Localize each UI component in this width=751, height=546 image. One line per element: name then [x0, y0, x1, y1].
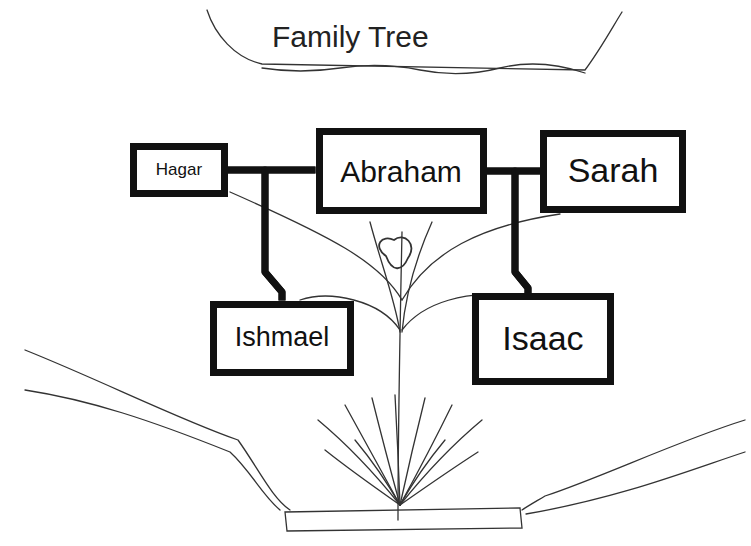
grass [355, 440, 400, 505]
land-line [526, 452, 745, 514]
family-line [265, 170, 316, 301]
leaf [379, 237, 411, 268]
person-name: Ishmael [235, 323, 330, 353]
grass [400, 452, 478, 505]
person-box: Hagar [130, 143, 228, 197]
grass [395, 395, 400, 505]
person-name: Hagar [156, 161, 202, 180]
family-line [487, 171, 529, 293]
land-line [25, 390, 280, 510]
diagram-title: Family Tree [272, 20, 429, 53]
grass [400, 440, 445, 505]
person-box: Ishmael [210, 301, 354, 376]
grass [345, 405, 400, 505]
title-underline [262, 64, 585, 74]
tree-limb [402, 214, 560, 300]
person-box: Abraham [316, 128, 487, 214]
family-line [515, 171, 540, 293]
land-line [522, 420, 745, 510]
grass [325, 450, 400, 505]
grass [318, 420, 400, 505]
grass [400, 420, 482, 505]
person-box: Sarah [540, 130, 686, 213]
person-box: Isaac [472, 293, 614, 385]
person-name: Isaac [502, 320, 583, 357]
person-name: Sarah [568, 152, 659, 189]
ground-slab [285, 508, 522, 531]
hill-outline [207, 10, 622, 70]
person-name: Abraham [340, 155, 462, 188]
